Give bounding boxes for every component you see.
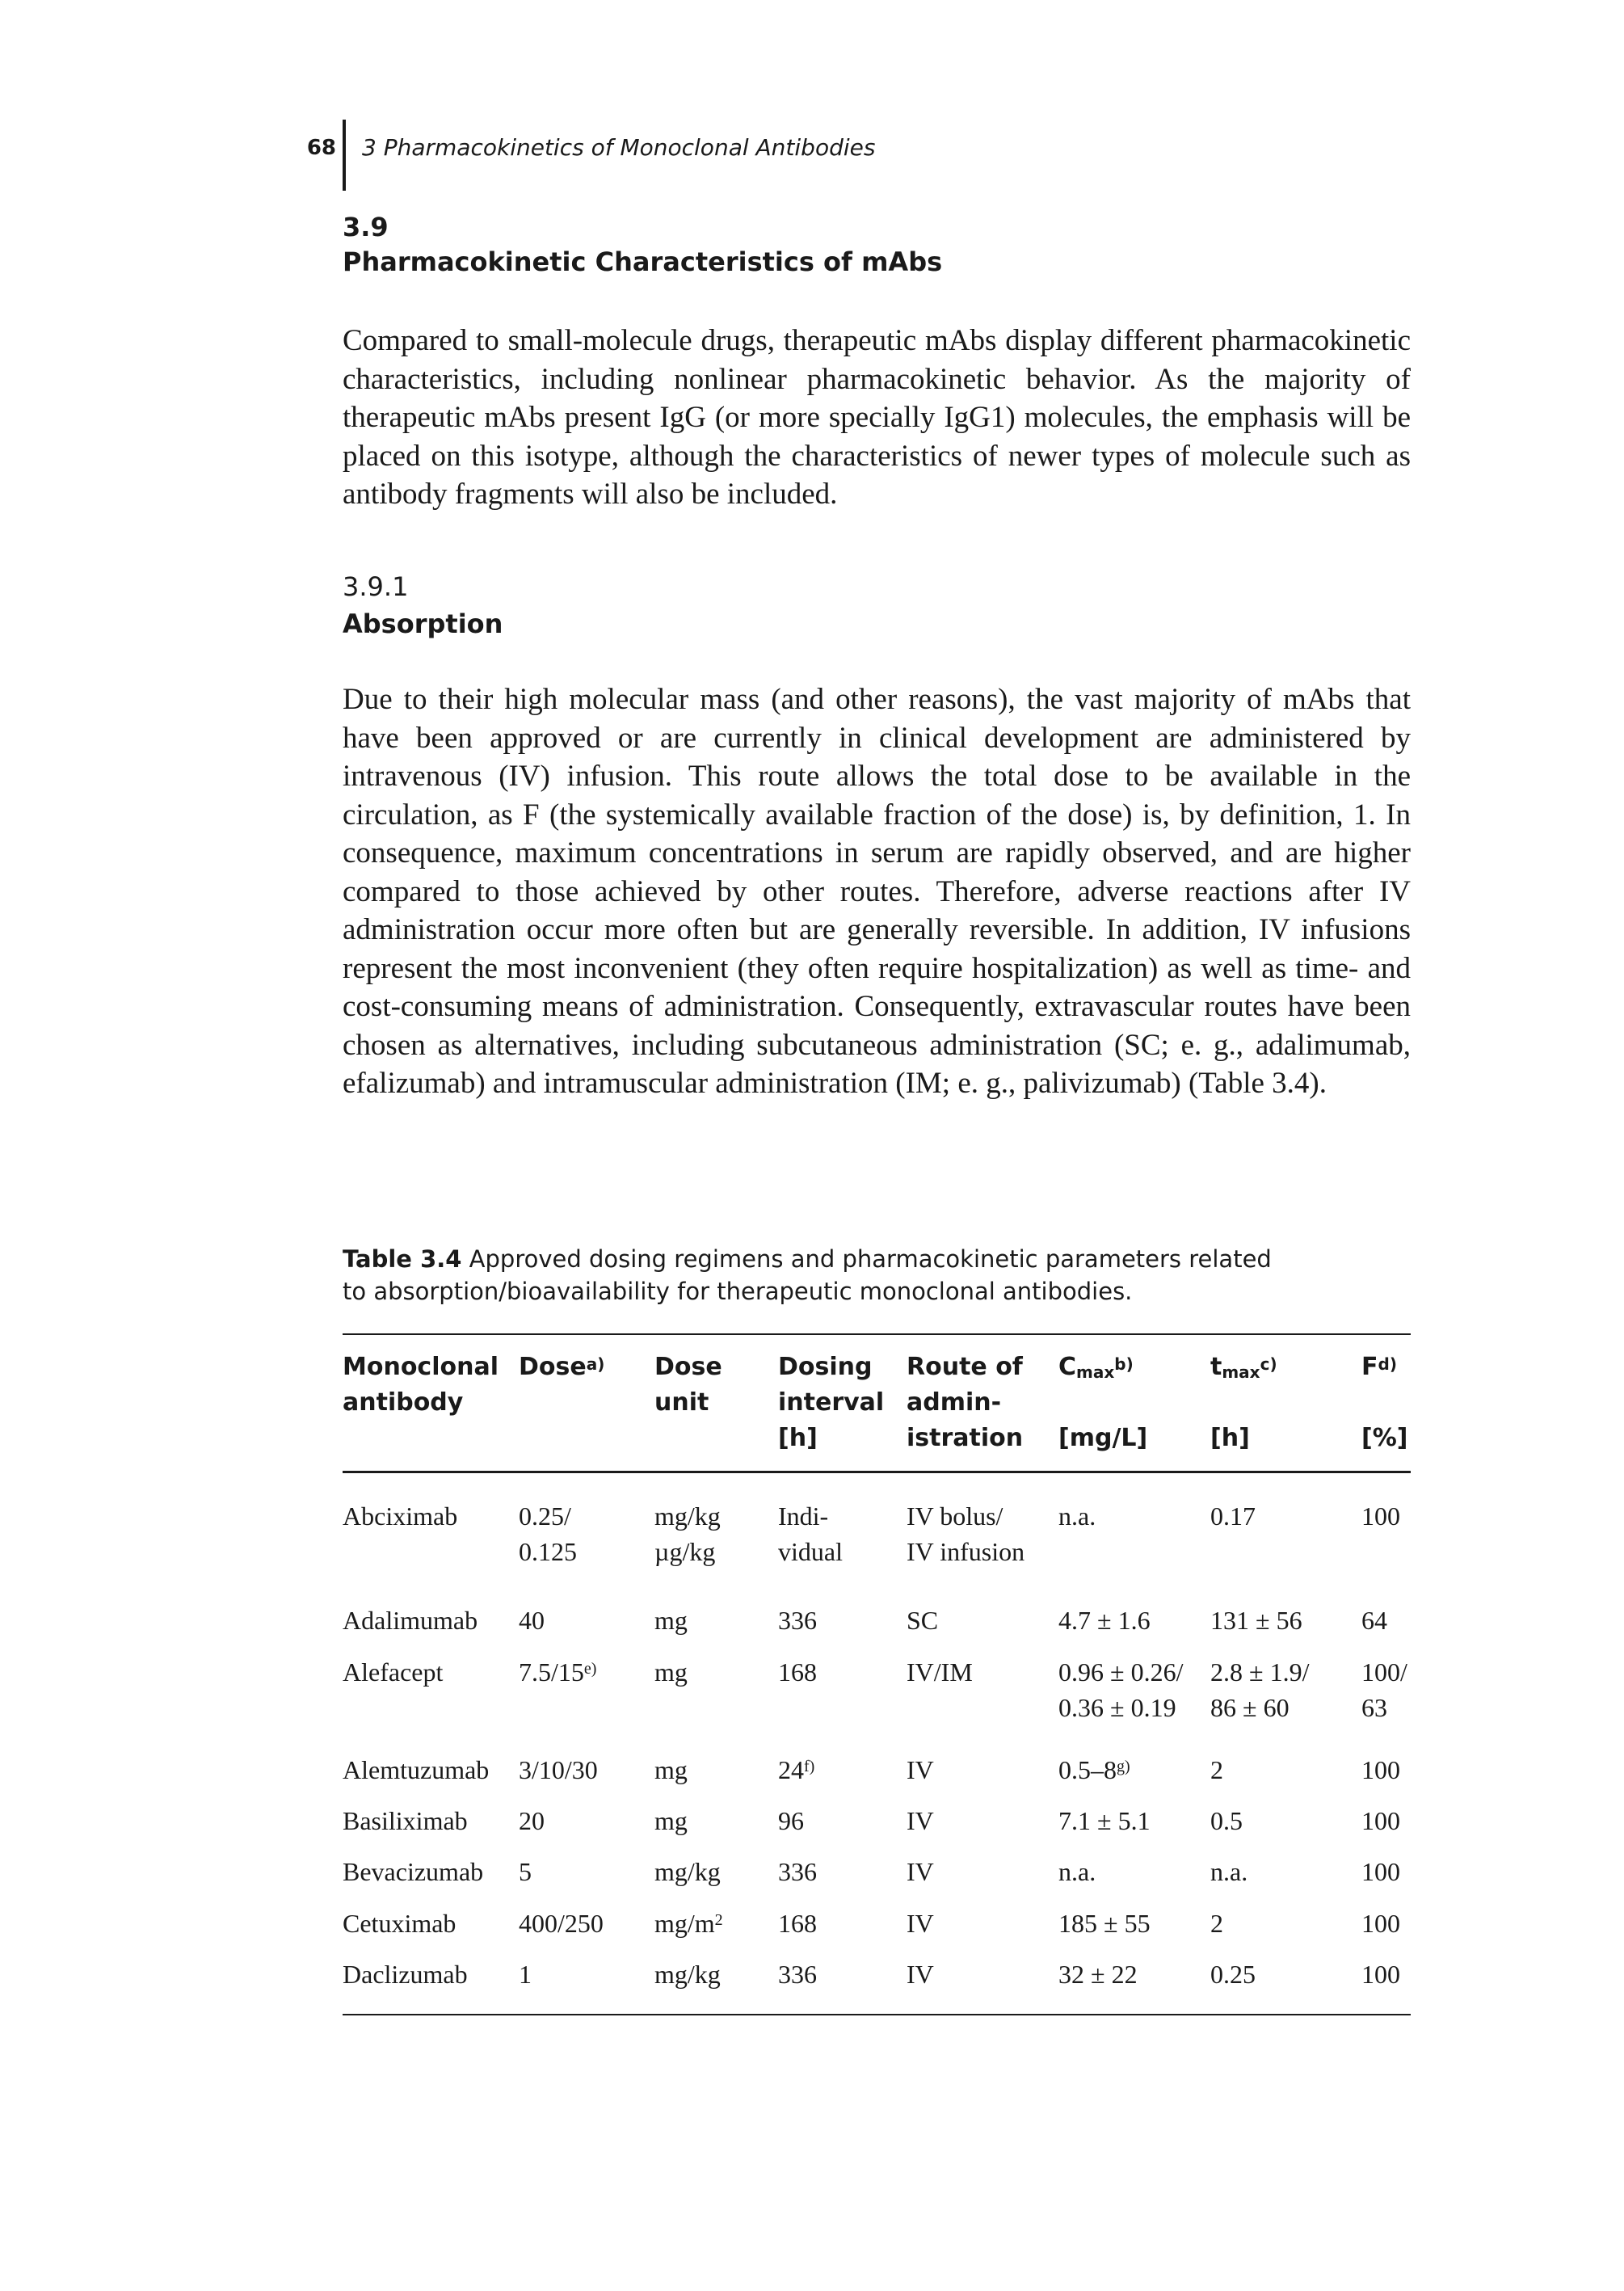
- cell-dose-unit: mg: [654, 1806, 688, 1835]
- cell-route: IV bolus/IV infusion: [907, 1501, 1025, 1566]
- cell-f: 100: [1361, 1857, 1400, 1886]
- cell-f: 100: [1361, 1909, 1400, 1938]
- cell-cmax: 0.5–8g): [1058, 1755, 1130, 1784]
- cell-dose-unit: mg/m2: [654, 1909, 723, 1938]
- section-paragraph: Compared to small-molecule drugs, therap…: [343, 324, 1411, 511]
- cell-dose: 40: [519, 1606, 545, 1635]
- table-header-rule: [343, 1471, 1411, 1473]
- cell-tmax: 2: [1210, 1909, 1223, 1938]
- header-rule: [343, 120, 346, 191]
- header-cmax: Cmaxb) [mg/L]: [1058, 1353, 1148, 1452]
- cell-dose: 5: [519, 1857, 532, 1886]
- cell-route: IV: [907, 1755, 934, 1784]
- cell-cmax: 185 ± 55: [1058, 1909, 1151, 1938]
- header-f: Fd) [%]: [1361, 1353, 1408, 1452]
- table-caption-label: Table 3.4: [343, 1245, 462, 1273]
- cell-route: IV: [907, 1806, 934, 1835]
- cell-dose-unit: mg: [654, 1755, 688, 1784]
- cell-antibody: Abciximab: [343, 1501, 458, 1531]
- header-dose: Dosea): [519, 1353, 605, 1381]
- subsection-title: Absorption: [343, 609, 503, 639]
- header-route: Route of admin- istration: [907, 1353, 1024, 1452]
- cell-antibody: Alefacept: [343, 1657, 444, 1687]
- page-number: 68: [306, 136, 336, 160]
- cell-cmax: 32 ± 22: [1058, 1960, 1138, 1989]
- cell-tmax: 0.25: [1210, 1960, 1256, 1989]
- subsection-number: 3.9.1: [343, 571, 409, 602]
- running-title: 3 Pharmacokinetics of Monoclonal Antibod…: [362, 134, 876, 161]
- cell-antibody: Cetuximab: [343, 1909, 456, 1938]
- cell-cmax: 4.7 ± 1.6: [1058, 1606, 1151, 1635]
- cell-dose-unit: mg/kg: [654, 1960, 721, 1989]
- cell-tmax: n.a.: [1210, 1857, 1248, 1886]
- cell-tmax: 2.8 ± 1.9/86 ± 60: [1210, 1657, 1310, 1722]
- table-caption-text: Approved dosing regimens and pharmacokin…: [343, 1245, 1272, 1305]
- cell-f: 64: [1361, 1606, 1387, 1635]
- cell-dose: 400/250: [519, 1909, 604, 1938]
- cell-route: IV: [907, 1960, 934, 1989]
- cell-f: 100: [1361, 1960, 1400, 1989]
- header-monoclonal-antibody: Monoclonal antibody: [343, 1353, 499, 1417]
- cell-f: 100: [1361, 1755, 1400, 1784]
- cell-interval: 336: [778, 1960, 817, 1989]
- cell-f: 100: [1361, 1806, 1400, 1835]
- header-dose-unit: Dose unit: [654, 1353, 722, 1417]
- section-number: 3.9: [343, 212, 389, 242]
- cell-route: IV: [907, 1909, 934, 1938]
- cell-dose: 20: [519, 1806, 545, 1835]
- cell-dose: 7.5/15e): [519, 1657, 597, 1687]
- cell-route: IV/IM: [907, 1657, 973, 1687]
- cell-interval: 168: [778, 1909, 817, 1938]
- cell-interval: Indi-vidual: [778, 1501, 843, 1566]
- cell-route: SC: [907, 1606, 939, 1635]
- table-caption: Table 3.4 Approved dosing regimens and p…: [343, 1243, 1272, 1308]
- cell-route: IV: [907, 1857, 934, 1886]
- cell-dose-unit: mg: [654, 1606, 688, 1635]
- cell-tmax: 131 ± 56: [1210, 1606, 1302, 1635]
- cell-interval: 336: [778, 1606, 817, 1635]
- cell-cmax: 7.1 ± 5.1: [1058, 1806, 1151, 1835]
- cell-interval: 336: [778, 1857, 817, 1886]
- cell-tmax: 0.17: [1210, 1501, 1256, 1531]
- cell-dose: 0.25/0.125: [519, 1501, 577, 1566]
- cell-interval: 96: [778, 1806, 804, 1835]
- cell-dose-unit: mg: [654, 1657, 688, 1687]
- cell-tmax: 2: [1210, 1755, 1223, 1784]
- table-top-rule: [343, 1333, 1411, 1335]
- section-title: Pharmacokinetic Characteristics of mAbs: [343, 246, 943, 277]
- cell-dose: 1: [519, 1960, 532, 1989]
- cell-antibody: Basiliximab: [343, 1806, 468, 1835]
- cell-antibody: Daclizumab: [343, 1960, 468, 1989]
- cell-interval: 24f): [778, 1755, 815, 1784]
- cell-antibody: Bevacizumab: [343, 1857, 484, 1886]
- cell-dose: 3/10/30: [519, 1755, 598, 1784]
- header-tmax: tmaxc) [h]: [1210, 1353, 1277, 1452]
- cell-cmax: n.a.: [1058, 1857, 1096, 1886]
- cell-tmax: 0.5: [1210, 1806, 1243, 1835]
- cell-interval: 168: [778, 1657, 817, 1687]
- cell-f: 100/63: [1361, 1657, 1407, 1722]
- cell-dose-unit: mg/kg: [654, 1857, 721, 1886]
- subsection-paragraph: Due to their high molecular mass (and ot…: [343, 683, 1411, 1100]
- cell-cmax: 0.96 ± 0.26/0.36 ± 0.19: [1058, 1657, 1184, 1722]
- cell-f: 100: [1361, 1501, 1400, 1531]
- cell-cmax: n.a.: [1058, 1501, 1096, 1531]
- cell-antibody: Alemtuzumab: [343, 1755, 490, 1784]
- cell-antibody: Adalimumab: [343, 1606, 478, 1635]
- table-bottom-rule: [343, 2014, 1411, 2015]
- header-dosing-interval: Dosing interval [h]: [778, 1353, 885, 1452]
